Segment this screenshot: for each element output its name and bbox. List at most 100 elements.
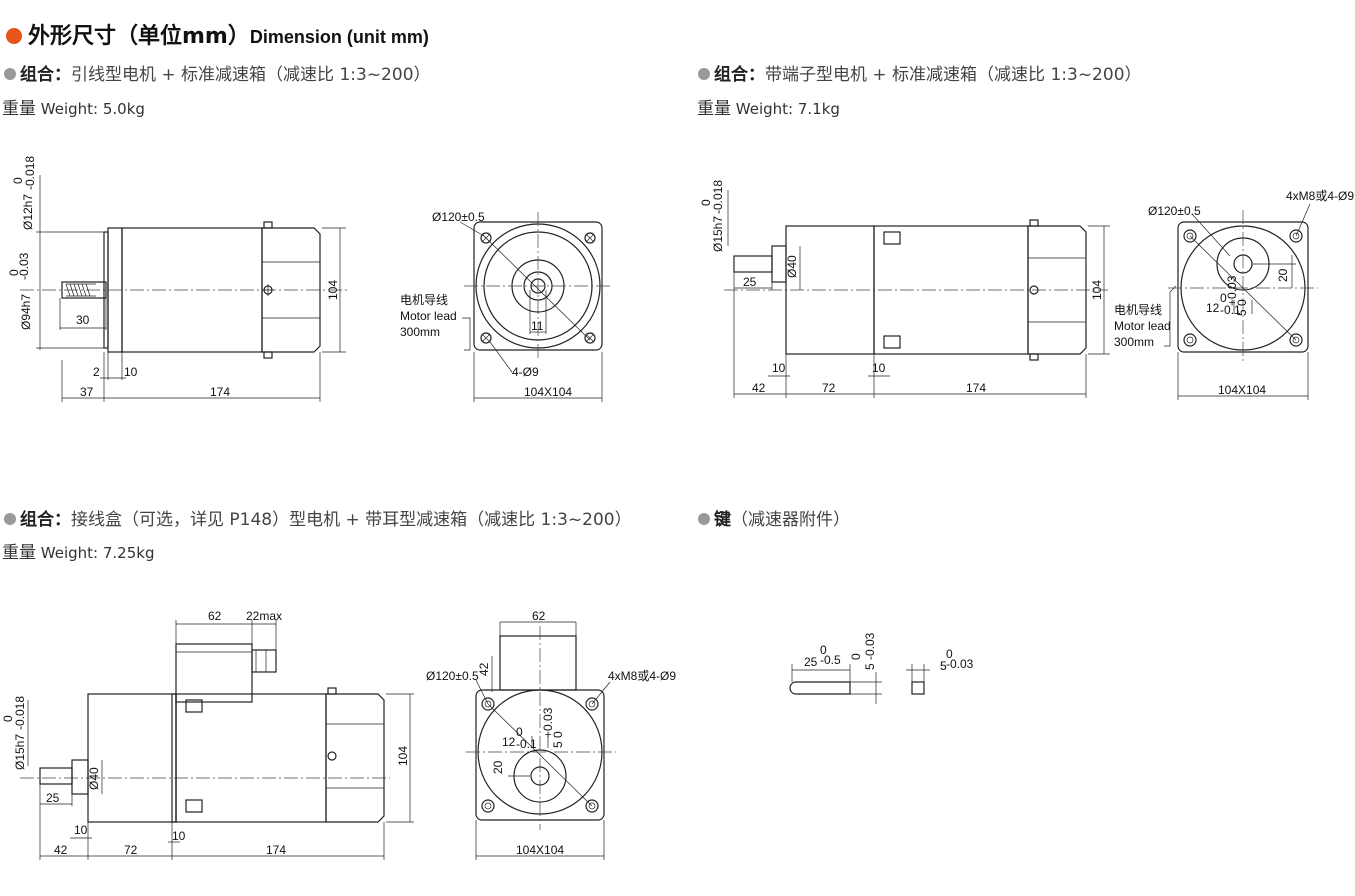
- svg-text:Ø120±0.5: Ø120±0.5: [1148, 204, 1201, 218]
- svg-text:104X104: 104X104: [524, 385, 572, 399]
- svg-text:174: 174: [210, 385, 230, 399]
- svg-text:-0.018: -0.018: [711, 180, 725, 214]
- svg-text:-0.1: -0.1: [1220, 303, 1241, 317]
- svg-text:11: 11: [531, 319, 544, 333]
- svg-text:5: 5: [1235, 309, 1249, 316]
- pilot-dia-label: Ø94h7: [19, 294, 33, 330]
- svg-text:10: 10: [772, 361, 786, 375]
- svg-text:Ø15h7: Ø15h7: [13, 734, 27, 770]
- svg-text:4xM8或4-Ø9: 4xM8或4-Ø9: [1286, 189, 1354, 203]
- svg-text:-0.03: -0.03: [863, 632, 877, 660]
- drawing-3-front-labels: 62 42 Ø120±0.5 4xM8或4-Ø9 12 0 -0.1 5 +0.…: [426, 609, 676, 857]
- svg-text:-0.1: -0.1: [516, 737, 537, 751]
- svg-text:5: 5: [551, 741, 565, 748]
- svg-text:42: 42: [752, 381, 766, 395]
- svg-text:37: 37: [80, 385, 94, 399]
- svg-text:104X104: 104X104: [516, 843, 564, 857]
- weight-1: 重量 Weight: 5.0kg: [2, 99, 145, 119]
- svg-text:4-Ø9: 4-Ø9: [512, 365, 539, 379]
- svg-text:42: 42: [54, 843, 68, 857]
- svg-text:电机导线: 电机导线: [1114, 303, 1162, 317]
- svg-text:-0.018: -0.018: [13, 696, 27, 730]
- svg-text:0: 0: [551, 731, 565, 738]
- svg-text:0: 0: [820, 643, 827, 657]
- svg-text:300mm: 300mm: [400, 325, 440, 339]
- svg-text:5: 5: [863, 663, 877, 670]
- drawing-3-side-view: [20, 620, 414, 860]
- svg-text:Ø40: Ø40: [87, 767, 101, 790]
- svg-text:0: 0: [849, 653, 863, 660]
- drawing-2-side-view: [724, 190, 1110, 398]
- svg-text:0: 0: [1220, 291, 1227, 305]
- combo-3: 组合：接线盒（可选，详见 P148）型电机 + 带耳型减速箱（减速比 1:3~2…: [4, 505, 632, 530]
- bullet-icon: [4, 513, 16, 525]
- svg-text:12: 12: [1206, 301, 1220, 315]
- drawing-1-side-labels: Ø12h7 0 -0.018 Ø94h7 0 -0.03 30 2 10 37 …: [7, 156, 340, 399]
- svg-text:0: 0: [1235, 299, 1249, 306]
- svg-text:-0.03: -0.03: [946, 657, 974, 671]
- svg-text:-0.03: -0.03: [17, 252, 31, 280]
- svg-text:174: 174: [266, 843, 286, 857]
- drawing-1-front-view: [459, 212, 612, 402]
- svg-text:72: 72: [822, 381, 836, 395]
- drawing-3-side-labels: 62 22max Ø15h7 0 -0.018 Ø40 25 10 10 42 …: [1, 609, 410, 857]
- svg-text:+0.03: +0.03: [1225, 275, 1239, 306]
- drawing-3-front-view: [466, 621, 616, 860]
- svg-text:62: 62: [208, 609, 222, 623]
- drawing-2-front-view: [1164, 203, 1318, 400]
- drawing-2-front-labels: Ø120±0.5 4xM8或4-Ø9 20 12 0 -0.1 5 +0.03 …: [1114, 189, 1354, 397]
- svg-text:Motor lead: Motor lead: [1114, 319, 1171, 333]
- svg-text:+0.03: +0.03: [541, 707, 555, 738]
- bullet-icon: [4, 68, 16, 80]
- svg-text:Ø120±0.5: Ø120±0.5: [426, 669, 479, 683]
- svg-text:2: 2: [93, 365, 100, 379]
- svg-text:4xM8或4-Ø9: 4xM8或4-Ø9: [608, 669, 676, 683]
- combo-4: 键（减速器附件）: [698, 505, 850, 530]
- svg-text:0: 0: [1, 715, 15, 722]
- svg-text:25: 25: [743, 275, 757, 289]
- weight-2: 重量 Weight: 7.1kg: [697, 99, 840, 119]
- svg-text:0: 0: [946, 647, 953, 661]
- weight-3: 重量 Weight: 7.25kg: [2, 543, 155, 563]
- svg-text:30: 30: [76, 313, 90, 327]
- svg-text:20: 20: [1276, 268, 1290, 282]
- svg-text:电机导线: 电机导线: [400, 293, 448, 307]
- key-drawing: [789, 664, 930, 704]
- svg-text:Ø40: Ø40: [785, 255, 799, 278]
- svg-text:5: 5: [940, 659, 947, 673]
- svg-text:-0.018: -0.018: [23, 156, 37, 190]
- drawing-1-side-view: [20, 175, 350, 402]
- svg-text:Ø120±0.5: Ø120±0.5: [432, 210, 485, 224]
- svg-text:104: 104: [326, 280, 340, 300]
- shaft-dia-label: Ø12h7: [21, 194, 35, 230]
- title-bullet-icon: [6, 28, 22, 44]
- svg-text:72: 72: [124, 843, 138, 857]
- svg-text:10: 10: [872, 361, 886, 375]
- svg-text:0: 0: [11, 177, 25, 184]
- svg-text:25: 25: [46, 791, 60, 805]
- drawing-2-side-labels: Ø15h7 0 -0.018 Ø40 25 10 10 42 72 174 10…: [699, 180, 1104, 395]
- svg-text:Motor lead: Motor lead: [400, 309, 457, 323]
- combo-1: 组合：引线型电机 + 标准减速箱（减速比 1:3~200）: [4, 60, 431, 85]
- bullet-icon: [698, 68, 710, 80]
- svg-text:10: 10: [172, 829, 186, 843]
- svg-text:0: 0: [699, 199, 713, 206]
- svg-text:12: 12: [502, 735, 516, 749]
- svg-text:22max: 22max: [246, 609, 282, 623]
- svg-text:20: 20: [491, 760, 505, 774]
- svg-text:10: 10: [124, 365, 138, 379]
- svg-text:Ø15h7: Ø15h7: [711, 216, 725, 252]
- svg-text:-0.5: -0.5: [820, 653, 841, 667]
- key-labels: 25 0 -0.5 5 0 -0.03 5 0 -0.03: [804, 632, 974, 673]
- drawing-1-front-labels: Ø120±0.5 电机导线 Motor lead 300mm 11 4-Ø9 1…: [400, 210, 572, 399]
- svg-text:42: 42: [477, 662, 491, 676]
- svg-text:104X104: 104X104: [1218, 383, 1266, 397]
- svg-text:104: 104: [396, 746, 410, 766]
- svg-text:174: 174: [966, 381, 986, 395]
- svg-text:104: 104: [1090, 280, 1104, 300]
- bullet-icon: [698, 513, 710, 525]
- svg-text:62: 62: [532, 609, 546, 623]
- svg-text:300mm: 300mm: [1114, 335, 1154, 349]
- svg-text:0: 0: [7, 269, 21, 276]
